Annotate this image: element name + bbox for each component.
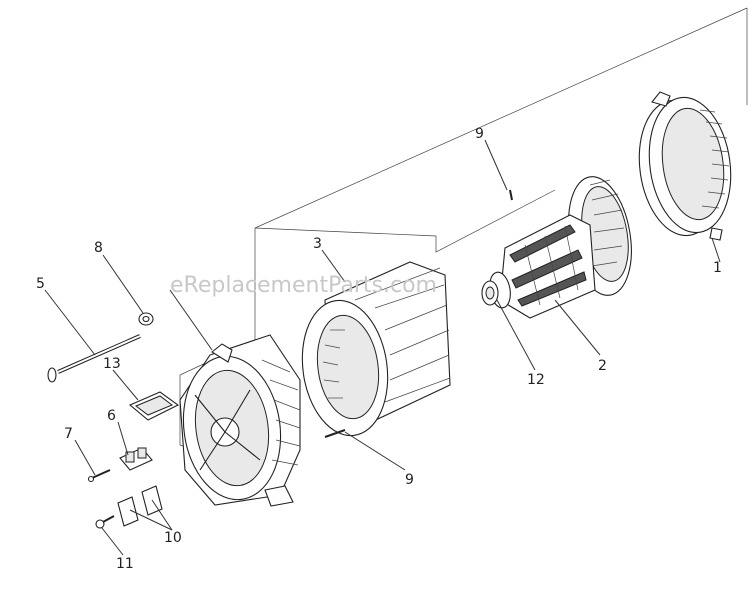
end-bell-housing [638,91,732,241]
screw-bottom [95,515,115,529]
label-part-5: 5 [36,276,45,292]
label-part-7: 7 [64,426,73,442]
label-part-1: 1 [713,260,722,276]
label-part-11: 11 [116,556,134,572]
brush-plate [128,391,180,421]
leader-lines [44,139,721,556]
label-part-8: 8 [94,240,103,256]
dowel-pin-bottom [324,429,346,438]
dowel-pin-top [509,189,513,201]
rotor-assembly [489,176,632,319]
washer [138,312,154,326]
through-bolt [47,334,141,383]
label-part-2: 2 [598,358,607,374]
label-part-13: 13 [103,356,121,372]
part-labels: 1 2 3 5 6 7 8 9 9 10 11 12 13 [36,126,722,572]
label-part-10: 10 [164,530,182,546]
label-part-6: 6 [107,408,116,424]
label-part-9-bottom: 9 [405,472,414,488]
screw-small [87,469,111,483]
label-part-3: 3 [313,236,322,252]
shaft-bearing [481,280,499,306]
brush-holder [119,447,153,471]
watermark-text: eReplacementParts.com [170,273,437,298]
label-part-12: 12 [527,372,545,388]
label-part-9-top: 9 [475,126,484,142]
front-housing [179,334,301,507]
stator [301,261,451,437]
